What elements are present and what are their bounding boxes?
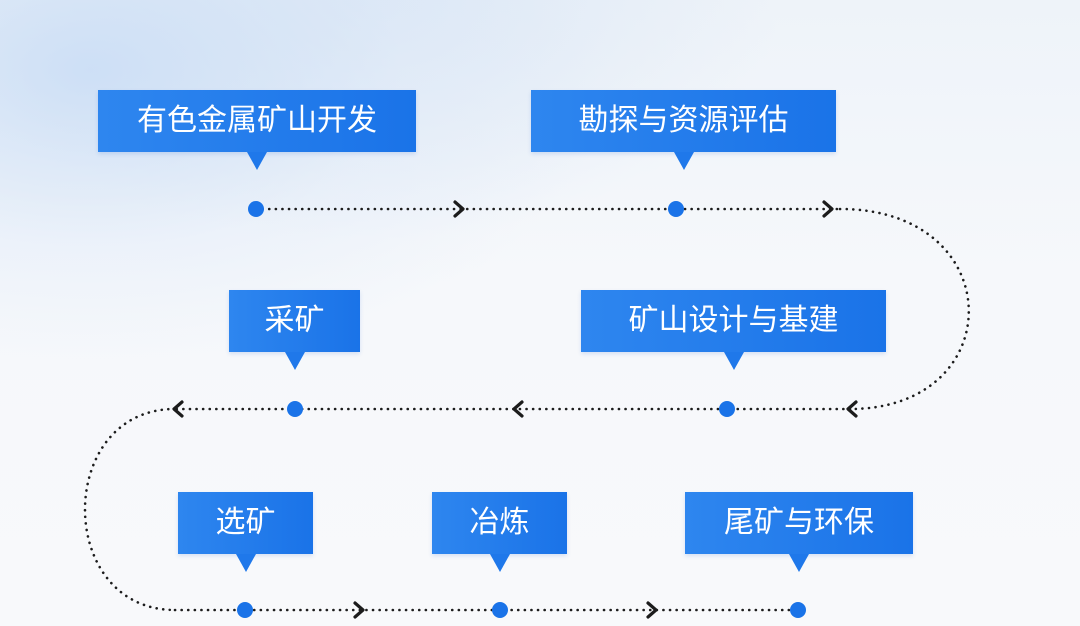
step-dot-7	[790, 602, 806, 618]
step-label-5: 选矿	[178, 492, 313, 572]
arrow-left-1	[846, 400, 858, 418]
step-dot-1	[248, 201, 264, 217]
arrow-right-1	[453, 200, 465, 218]
step-dot-5	[237, 602, 253, 618]
step-label-3: 矿山设计与基建	[581, 290, 886, 370]
arrow-left-2	[512, 400, 524, 418]
step-label-6: 冶炼	[432, 492, 567, 572]
step-dot-3	[719, 401, 735, 417]
arrow-right-2	[822, 200, 834, 218]
step-label-1: 有色金属矿山开发	[98, 90, 416, 170]
connector-curve-left	[83, 407, 177, 612]
step-dot-2	[668, 201, 684, 217]
connector-curve-right	[838, 207, 971, 411]
step-label-2: 勘探与资源评估	[531, 90, 836, 170]
arrow-right-4	[646, 601, 658, 619]
arrow-right-3	[353, 601, 365, 619]
arrow-left-3	[172, 400, 184, 418]
step-dot-4	[287, 401, 303, 417]
step-label-4: 采矿	[229, 290, 360, 370]
step-dot-6	[492, 602, 508, 618]
step-label-7: 尾矿与环保	[685, 492, 913, 572]
